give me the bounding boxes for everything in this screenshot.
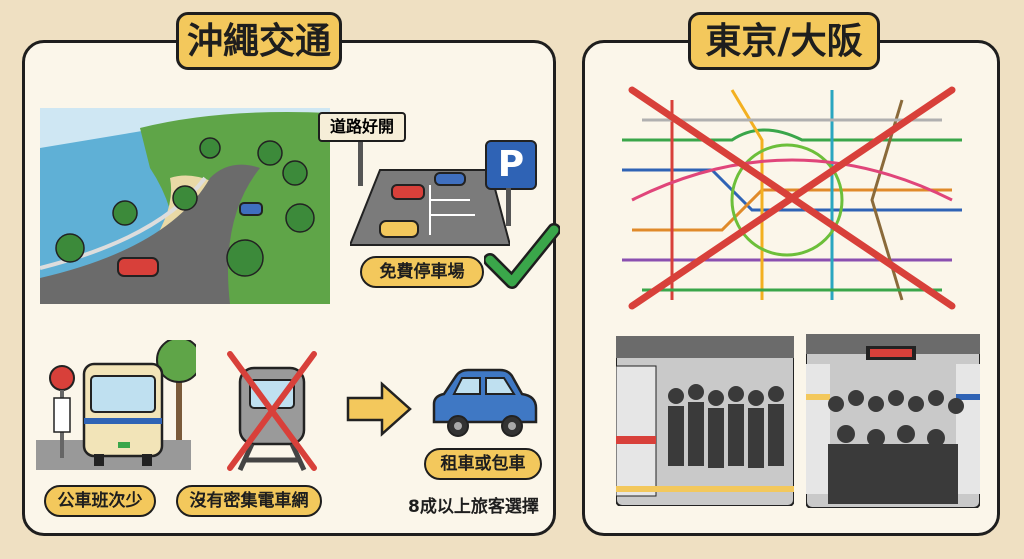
parking-sign-post (506, 188, 511, 226)
bus-label: 公車班次少 (44, 485, 156, 517)
checkmark-icon (484, 223, 560, 289)
car-label: 租車或包車 (424, 448, 542, 480)
rental-car-icon (432, 368, 538, 437)
coastal-road-illustration (40, 108, 330, 304)
train-label: 沒有密集電車網 (176, 485, 322, 517)
parking-sign-icon: P (485, 140, 537, 190)
okinawa-title: 沖繩交通 (176, 12, 342, 70)
cross-icon (628, 86, 956, 310)
bus-illustration (36, 340, 196, 470)
road-sign-post (358, 142, 363, 186)
parking-lot-illustration (350, 169, 510, 246)
subway-map-crossed-illustration (622, 86, 962, 310)
train-crossed-illustration (227, 351, 317, 472)
crowded-platform-illustration-1 (616, 336, 794, 506)
car-caption: 8成以上旅客選擇 (408, 497, 539, 517)
arrow-right-icon (346, 381, 412, 437)
road-sign: 道路好開 (318, 112, 406, 142)
bus-stop-icon (49, 365, 75, 391)
cross-icon (227, 351, 317, 471)
tokyo-osaka-title: 東京/大阪 (688, 12, 880, 70)
free-parking-label: 免費停車場 (360, 256, 484, 288)
crowded-platform-illustration-2 (806, 334, 980, 508)
red-car-icon (117, 257, 159, 277)
